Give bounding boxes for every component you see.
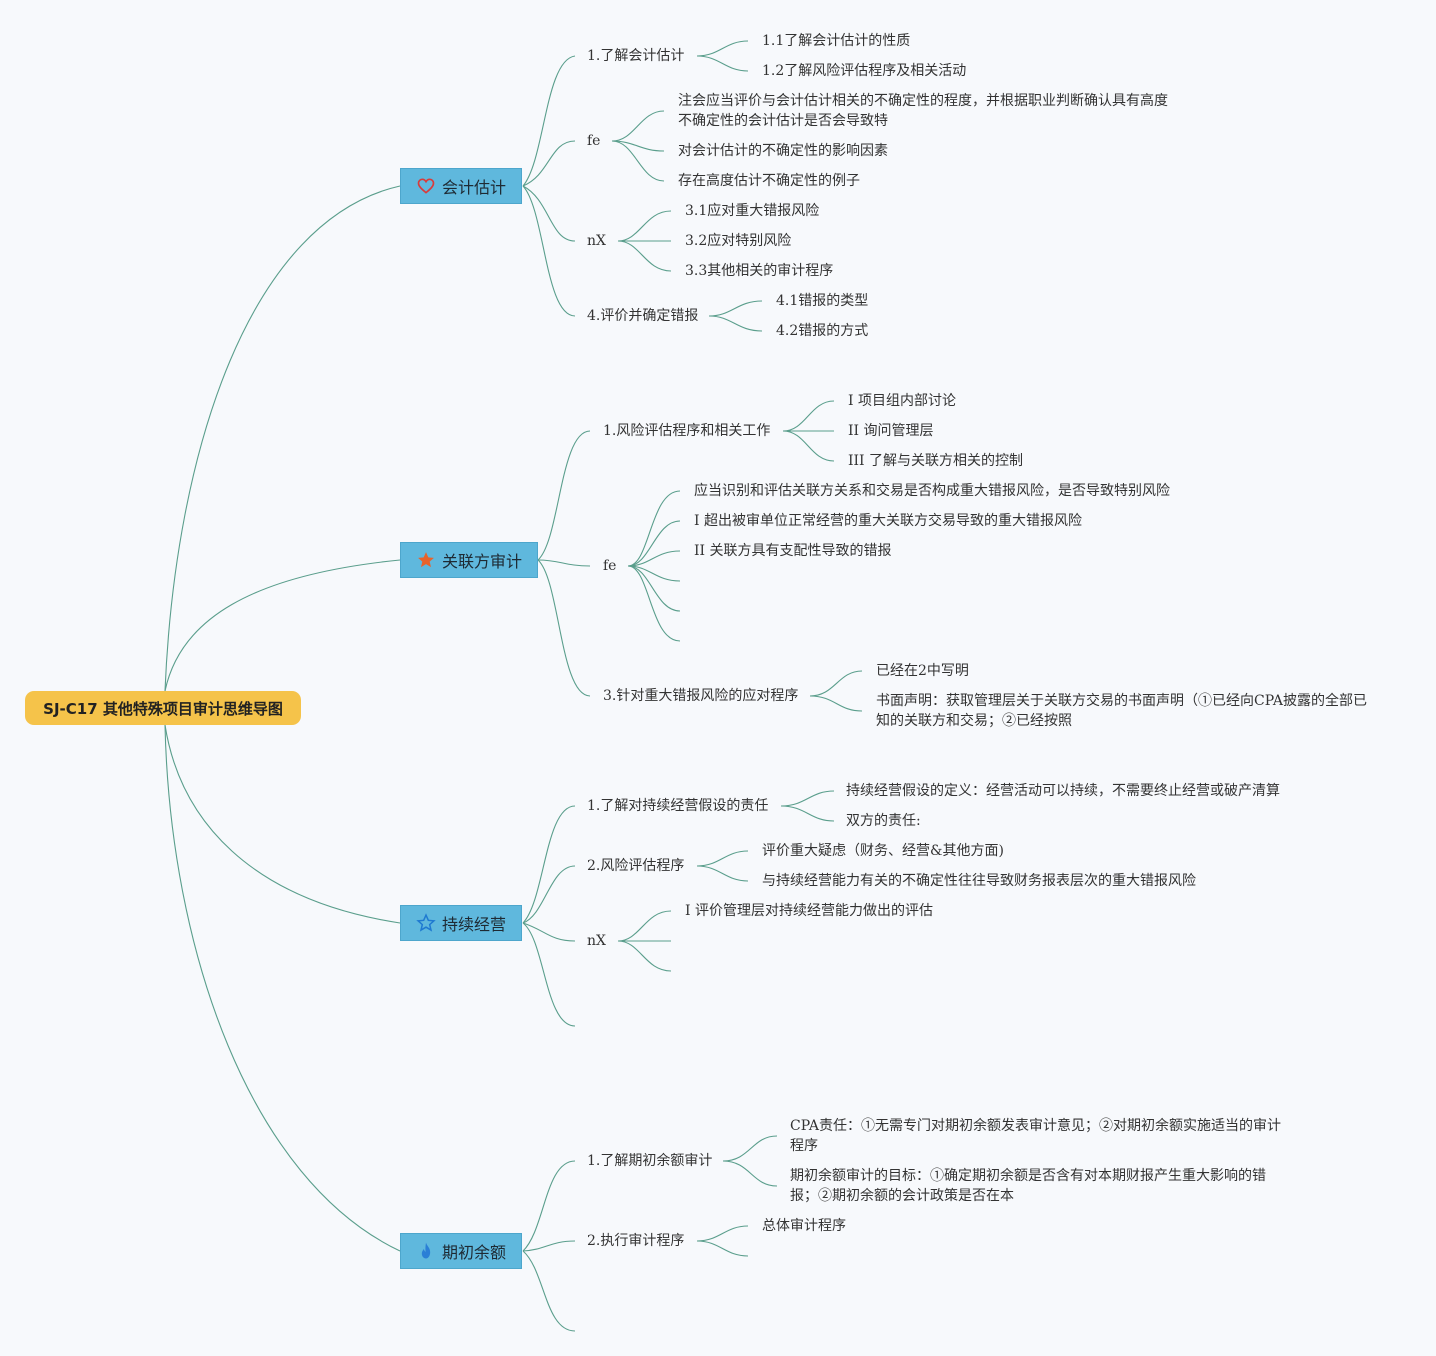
sub-node[interactable]: fe bbox=[587, 133, 601, 149]
leaf-node[interactable]: 书面声明：获取管理层关于关联方交易的书面声明（①已经向CPA披露的全部已知的关联… bbox=[876, 693, 1367, 729]
branch-related-party-audit[interactable]: 关联方审计 bbox=[400, 542, 538, 578]
leaf-node[interactable]: CPA责任：①无需专门对期初余额发表审计意见；②对期初余额实施适当的审计程序 bbox=[790, 1118, 1281, 1154]
leaf-node[interactable]: 4.2错报的方式 bbox=[776, 323, 869, 339]
sub-node[interactable]: 2.风险评估程序 bbox=[587, 858, 685, 874]
sub-node[interactable]: fe bbox=[603, 558, 617, 574]
leaf-node[interactable]: 存在高度估计不确定性的例子 bbox=[678, 173, 860, 189]
leaf-node[interactable]: 应当识别和评估关联方关系和交易是否构成重大错报风险，是否导致特别风险 bbox=[694, 483, 1170, 499]
star-filled-icon bbox=[418, 552, 434, 568]
leaf-node[interactable]: 对会计估计的不确定性的影响因素 bbox=[678, 143, 888, 159]
leaf-node[interactable]: 双方的责任: bbox=[846, 813, 921, 829]
sub-node[interactable]: 1.了解对持续经营假设的责任 bbox=[587, 798, 769, 814]
branch-label: 持续经营 bbox=[441, 915, 506, 934]
star-outline-icon bbox=[416, 913, 436, 932]
sub-node[interactable]: nX bbox=[587, 233, 606, 249]
leaf-node[interactable]: 期初余额审计的目标：①确定期初余额是否含有对本期财报产生重大影响的错报；②期初余… bbox=[790, 1168, 1266, 1204]
leaf-node[interactable]: 与持续经营能力有关的不确定性往往导致财务报表层次的重大错报风险 bbox=[762, 873, 1196, 889]
leaf-node[interactable]: 3.1应对重大错报风险 bbox=[685, 203, 820, 219]
branch-label: 会计估计 bbox=[441, 178, 506, 197]
leaf-node[interactable]: 已经在2中写明 bbox=[876, 663, 969, 679]
leaf-node[interactable]: 4.1错报的类型 bbox=[776, 293, 869, 309]
branch-going-concern[interactable]: 持续经营 bbox=[400, 905, 522, 941]
leaf-node[interactable]: 3.3其他相关的审计程序 bbox=[685, 263, 834, 279]
branch-label: 关联方审计 bbox=[441, 552, 522, 571]
leaf-node[interactable]: 1.1了解会计估计的性质 bbox=[762, 33, 911, 49]
leaf-node[interactable]: I 评价管理层对持续经营能力做出的评估 bbox=[685, 903, 933, 919]
leaf-node[interactable]: II 询问管理层 bbox=[848, 423, 934, 439]
leaf-node[interactable]: 3.2应对特别风险 bbox=[685, 233, 792, 249]
branch-accounting-estimates[interactable]: 会计估计 bbox=[400, 168, 522, 204]
sub-node[interactable]: 1.了解会计估计 bbox=[587, 48, 685, 64]
root-node[interactable]: SJ-C17 其他特殊项目审计思维导图 bbox=[25, 691, 301, 725]
heart-icon bbox=[417, 178, 435, 194]
leaf-node[interactable]: 评价重大疑虑（财务、经营&其他方面) bbox=[762, 843, 1004, 859]
leaf-node[interactable]: I 超出被审单位正常经营的重大关联方交易导致的重大错报风险 bbox=[694, 513, 1082, 529]
root-label: SJ-C17 其他特殊项目审计思维导图 bbox=[43, 699, 283, 718]
leaf-node[interactable]: 注会应当评价与会计估计相关的不确定性的程度，并根据职业判断确认具有高度不确定性的… bbox=[678, 93, 1168, 129]
sub-node[interactable]: 1.风险评估程序和相关工作 bbox=[603, 423, 771, 439]
leaf-node[interactable]: II 关联方具有支配性导致的错报 bbox=[694, 543, 892, 559]
sub-node[interactable]: 4.评价并确定错报 bbox=[587, 308, 699, 324]
leaf-node[interactable]: 1.2了解风险评估程序及相关活动 bbox=[762, 63, 967, 79]
branch-opening-balances[interactable]: 期初余额 bbox=[400, 1233, 522, 1269]
sub-node[interactable]: 1.了解期初余额审计 bbox=[587, 1153, 713, 1169]
branch-label: 期初余额 bbox=[441, 1243, 506, 1262]
sub-node[interactable]: 2.执行审计程序 bbox=[587, 1233, 685, 1249]
leaf-node[interactable]: III 了解与关联方相关的控制 bbox=[848, 453, 1024, 469]
leaf-node[interactable]: 持续经营假设的定义：经营活动可以持续，不需要终止经营或破产清算 bbox=[846, 783, 1280, 799]
sub-node[interactable]: nX bbox=[587, 933, 606, 949]
leaf-node[interactable]: I 项目组内部讨论 bbox=[848, 393, 956, 409]
sub-node[interactable]: 3.针对重大错报风险的应对程序 bbox=[603, 688, 799, 704]
flame-icon bbox=[421, 1242, 431, 1259]
leaf-node[interactable]: 总体审计程序 bbox=[762, 1218, 846, 1234]
